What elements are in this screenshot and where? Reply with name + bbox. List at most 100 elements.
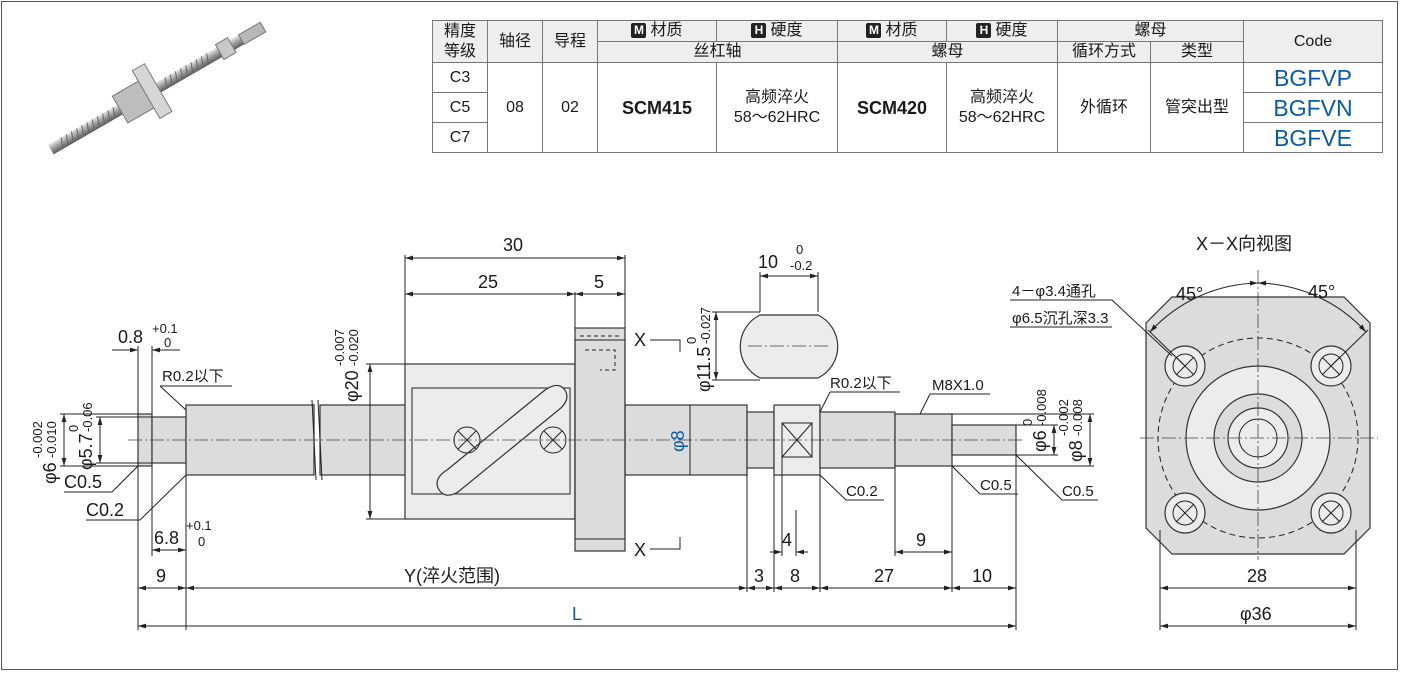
grade-cell: C3: [432, 62, 488, 93]
radius-note-right: R0.2以下: [830, 375, 892, 392]
dim-phi11-5: φ11.5: [694, 347, 714, 392]
dim-phi5-7-tol-up: 0: [66, 425, 81, 432]
dim-phi11-5-tol-up: 0: [684, 337, 699, 344]
shaft-material-cell: SCM415: [597, 62, 717, 153]
product-photo: [48, 21, 267, 155]
screw-shaft-header: 丝杠轴: [597, 41, 838, 63]
dim-y-range: Y(淬火范围): [404, 566, 500, 586]
dim-27: 27: [874, 566, 894, 586]
circulation-header: 循环方式: [1057, 41, 1151, 63]
view-title: X－X向视图: [1196, 234, 1292, 254]
dim-phi8-right: φ8: [1066, 440, 1086, 462]
nut-shell: [411, 387, 571, 495]
mounting-hole: [1164, 492, 1206, 534]
dim-phi11-5-tol-lo: -0.027: [698, 307, 713, 344]
dim-9: 9: [156, 566, 166, 586]
shaft-hardness-line1: 高频淬火: [744, 88, 809, 106]
type-cell: 管突出型: [1150, 62, 1244, 153]
code-cell[interactable]: BGFVN: [1243, 92, 1383, 123]
nut-header: 螺母: [837, 41, 1058, 63]
radius-note-left: R0.2以下: [162, 368, 224, 385]
dim-flat-10-tol-up: 0: [796, 242, 803, 257]
dim-flat-10: 10: [758, 252, 778, 272]
hardness-badge: H: [751, 23, 767, 38]
dim-5: 5: [594, 272, 604, 292]
dim-0-8-tol-lo: 0: [164, 335, 171, 350]
mounting-hole: [1310, 492, 1352, 534]
thread-m8-label: M8X1.0: [932, 377, 984, 394]
flange-end-view: X－X向视图 45° 45° 4－φ3.4通孔 φ6.5沉孔深3.3 28 φ3…: [1010, 234, 1378, 630]
dim-phi6-right-tol-lo: -0.008: [1034, 389, 1049, 426]
flat-section-detail: 10 0 -0.2 φ11.5 0 -0.027: [684, 242, 839, 392]
dim-9-thread: 9: [916, 530, 926, 550]
grade-cell: C5: [432, 92, 488, 123]
code-cell[interactable]: BGFVE: [1243, 122, 1383, 153]
dim-phi5-7-tol-lo: -0.06: [80, 402, 95, 432]
section-label-bottom: X: [634, 540, 646, 560]
dim-phi5-7: φ5.7: [76, 433, 96, 470]
dim-phi6-left-tol-lo: -0.010: [44, 421, 59, 458]
flange-inner: [574, 339, 626, 540]
dim-phi8-mid: φ8: [668, 430, 688, 452]
dim-3: 3: [754, 566, 764, 586]
nut-hardness-line2: 58～62HRC: [958, 108, 1046, 126]
chamfer-c02-left: C0.2: [86, 500, 124, 520]
dim-6-8-tol-up: +0.1: [186, 518, 212, 533]
holes-note-1: 4－φ3.4通孔: [1012, 283, 1096, 300]
dim-phi20-tol-up: -0.007: [332, 329, 347, 366]
dim-25: 25: [478, 272, 498, 292]
dim-phi6-right-tol-up: 0: [1020, 419, 1035, 426]
section-mark-top: [650, 339, 681, 352]
chamfer-c05-right: C0.5: [980, 477, 1012, 494]
shaft-material-header-label: 材质: [650, 22, 683, 39]
dim-phi6-right: φ6: [1030, 430, 1050, 452]
dim-phi6-left-tol-up: -0.002: [30, 421, 45, 458]
grade-cell: C7: [432, 122, 488, 153]
dim-phi8-right-tol-up: -0.002: [1056, 399, 1071, 436]
dim-flat-10-tol-lo: -0.2: [790, 258, 812, 273]
dim-28: 28: [1247, 566, 1267, 586]
bottom-dimensions: 9 Y(淬火范围) 3 8 27 10 L: [137, 455, 1017, 630]
chamfer-c05-left: C0.5: [64, 472, 102, 492]
hardness-badge-2: H: [976, 23, 992, 38]
dim-0-8-tol-up: +0.1: [152, 321, 178, 336]
code-header: Code: [1243, 20, 1383, 63]
top-dimensions: 30 25 5: [404, 235, 626, 364]
lead-header: 导程: [542, 20, 598, 63]
dim-phi20: φ20: [342, 370, 362, 402]
code-cell[interactable]: BGFVP: [1243, 62, 1383, 93]
circulation-cell: 外循环: [1057, 62, 1151, 153]
shaft-dia-header: 轴径: [487, 20, 543, 63]
dim-6-8: 6.8: [154, 528, 179, 548]
dim-10: 10: [972, 566, 992, 586]
dim-phi36: φ36: [1240, 604, 1272, 624]
nut-material-header-label: 材质: [885, 22, 918, 39]
nut-material-cell: SCM420: [837, 62, 947, 153]
dim-30: 30: [503, 235, 523, 255]
tube-screw: [539, 426, 567, 454]
lead-cell: 02: [542, 62, 598, 153]
dim-8: 8: [790, 566, 800, 586]
material-badge-2: M: [866, 23, 882, 38]
type-header: 类型: [1150, 41, 1244, 63]
dim-phi8-right-tol-lo: -0.008: [1070, 399, 1085, 436]
dim-phi20-tol-lo: -0.020: [346, 329, 361, 366]
nut-hardness-header-label: 硬度: [995, 22, 1028, 39]
section-mark-bottom: [650, 537, 681, 550]
angle-45-right: 45°: [1308, 282, 1335, 302]
dim-6-8-tol-lo: 0: [198, 534, 205, 549]
section-label-top: X: [634, 330, 646, 350]
dim-0-8: 0.8: [118, 327, 143, 347]
precision-header-line2: 等级: [443, 42, 476, 60]
shaft-end-right: [951, 424, 1017, 456]
dim-phi6-left: φ6: [40, 462, 60, 484]
